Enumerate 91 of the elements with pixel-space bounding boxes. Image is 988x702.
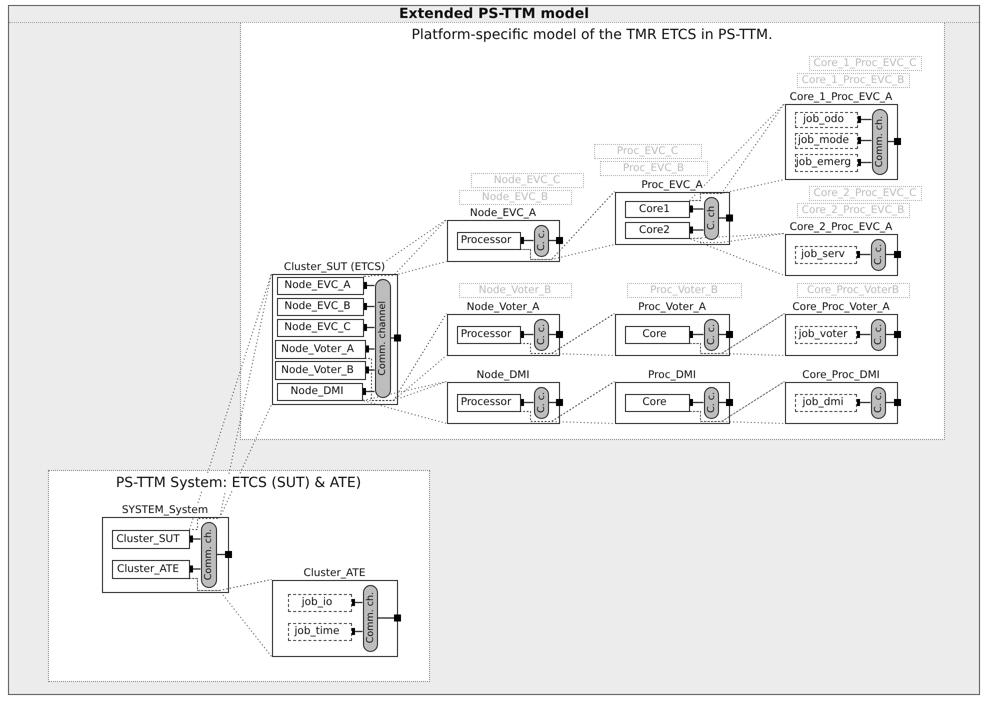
job-box: job_dmi bbox=[794, 394, 856, 412]
replica-box: Core_1_Proc_EVC_C bbox=[808, 56, 922, 70]
zoom-line bbox=[189, 578, 272, 657]
replica-box: Core_Proc_VoterB bbox=[796, 282, 910, 298]
replica-box: Proc_Voter_B bbox=[626, 282, 742, 298]
port-connector bbox=[718, 331, 733, 338]
model-frame bbox=[8, 5, 980, 695]
zoom-line bbox=[520, 381, 615, 424]
component-box: Node_DMI bbox=[276, 382, 362, 400]
zoom-line bbox=[363, 219, 447, 277]
box-heading: Node_Voter_A bbox=[466, 300, 540, 312]
replica-box: Node_EVC_C bbox=[470, 172, 584, 188]
component-box: Core bbox=[624, 326, 690, 344]
zoom-line bbox=[189, 273, 272, 530]
port-connector bbox=[886, 331, 901, 338]
box-heading: Core_2_Proc_EVC_A bbox=[788, 220, 894, 232]
component-box: Processor bbox=[456, 394, 520, 412]
channel-pill: Comm. ch. bbox=[200, 522, 216, 588]
component-box: Processor bbox=[456, 232, 520, 250]
channel-pill: C. c. bbox=[704, 318, 718, 350]
region-heading: PS-TTM System: ETCS (SUT) & ATE) bbox=[114, 474, 362, 490]
port-connector bbox=[888, 138, 901, 145]
replica-box: Node_EVC_B bbox=[458, 190, 572, 204]
box-heading: Node_EVC_A bbox=[468, 206, 538, 218]
box-heading: Cluster_ATE bbox=[302, 566, 366, 578]
box-heading: Core_1_Proc_EVC_A bbox=[788, 90, 894, 102]
box-heading: Core_Proc_DMI bbox=[801, 368, 881, 380]
port-connector bbox=[886, 251, 901, 258]
component-box: Core1 bbox=[624, 200, 690, 218]
port-connector bbox=[548, 331, 563, 338]
channel-pill: C. c. bbox=[534, 224, 548, 256]
component-box: Node_Voter_B bbox=[274, 360, 366, 380]
component-box: Node_Voter_A bbox=[274, 340, 366, 358]
job-box: job_voter bbox=[794, 326, 856, 344]
zoom-line bbox=[689, 313, 785, 356]
zoom-line bbox=[365, 313, 447, 401]
box-heading: Proc_DMI bbox=[647, 368, 697, 380]
model-region bbox=[48, 470, 430, 682]
box-heading: Core_Proc_Voter_A bbox=[791, 300, 891, 312]
region-heading: Platform-specific model of the TMR ETCS in PS-TTM. bbox=[410, 26, 774, 42]
channel-pill: C. c. bbox=[704, 386, 718, 418]
replica-box: Core_1_Proc_EVC_B bbox=[796, 72, 910, 88]
port-connector bbox=[216, 551, 232, 558]
channel-pill: C. c. bbox=[534, 318, 548, 350]
zoom-line bbox=[520, 191, 615, 260]
component-box: Node_EVC_B bbox=[276, 298, 364, 316]
job-box: job_odo bbox=[794, 112, 858, 128]
job-box: job_mode bbox=[794, 132, 858, 148]
zoom-line bbox=[689, 233, 785, 276]
component-box: Core2 bbox=[624, 222, 690, 238]
model-region bbox=[240, 22, 944, 440]
channel-pill: C. c. bbox=[870, 318, 886, 350]
job-box: job_serv bbox=[794, 246, 856, 264]
box-heading: Node_DMI bbox=[476, 368, 530, 380]
box-heading: Cluster_SUT (ETCS) bbox=[282, 260, 386, 272]
zoom-line bbox=[689, 103, 785, 201]
component-box: Processor bbox=[456, 326, 520, 344]
port-connector bbox=[390, 334, 401, 342]
port-connector bbox=[378, 614, 401, 622]
component-box: Cluster_ATE bbox=[112, 560, 190, 578]
replica-box: Core_2_Proc_EVC_B bbox=[796, 202, 910, 218]
port-connector bbox=[548, 399, 563, 406]
port-connector bbox=[548, 237, 563, 244]
replica-box: Proc_EVC_B bbox=[600, 160, 708, 176]
replica-box: Proc_EVC_C bbox=[594, 144, 702, 158]
replica-box: Node_Voter_B bbox=[458, 282, 572, 298]
channel-pill: C. c. bbox=[870, 386, 886, 418]
channel-pill: Comm. ch. bbox=[872, 108, 888, 174]
job-box: job_time bbox=[288, 622, 352, 640]
job-box: job_io bbox=[288, 594, 352, 612]
port-connector bbox=[718, 214, 733, 222]
replica-box: Core_2_Proc_EVC_C bbox=[808, 186, 922, 200]
channel-pill: Comm. ch. bbox=[362, 584, 378, 652]
job-box: job_emerg bbox=[794, 154, 858, 172]
zoom-line bbox=[362, 381, 447, 424]
component-box: Node_EVC_A bbox=[276, 276, 364, 294]
channel-pill: Comm. channel bbox=[374, 278, 390, 398]
component-box: Cluster_SUT bbox=[112, 530, 190, 548]
frame-title: Extended PS-TTM model bbox=[398, 6, 590, 22]
zoom-line bbox=[520, 313, 615, 356]
channel-pill: C. c. bbox=[870, 238, 886, 270]
component-box: Core bbox=[624, 394, 690, 412]
component-box: Node_EVC_C bbox=[276, 318, 364, 336]
channel-pill: C. ch bbox=[704, 196, 718, 240]
zoom-line bbox=[689, 381, 785, 424]
port-connector bbox=[718, 399, 733, 406]
box-heading: Proc_EVC_A bbox=[640, 178, 704, 190]
port-connector bbox=[886, 399, 901, 406]
channel-pill: C. c. bbox=[534, 386, 548, 418]
box-heading: SYSTEM_System bbox=[120, 504, 210, 516]
box-heading: Proc_Voter_A bbox=[637, 300, 707, 312]
